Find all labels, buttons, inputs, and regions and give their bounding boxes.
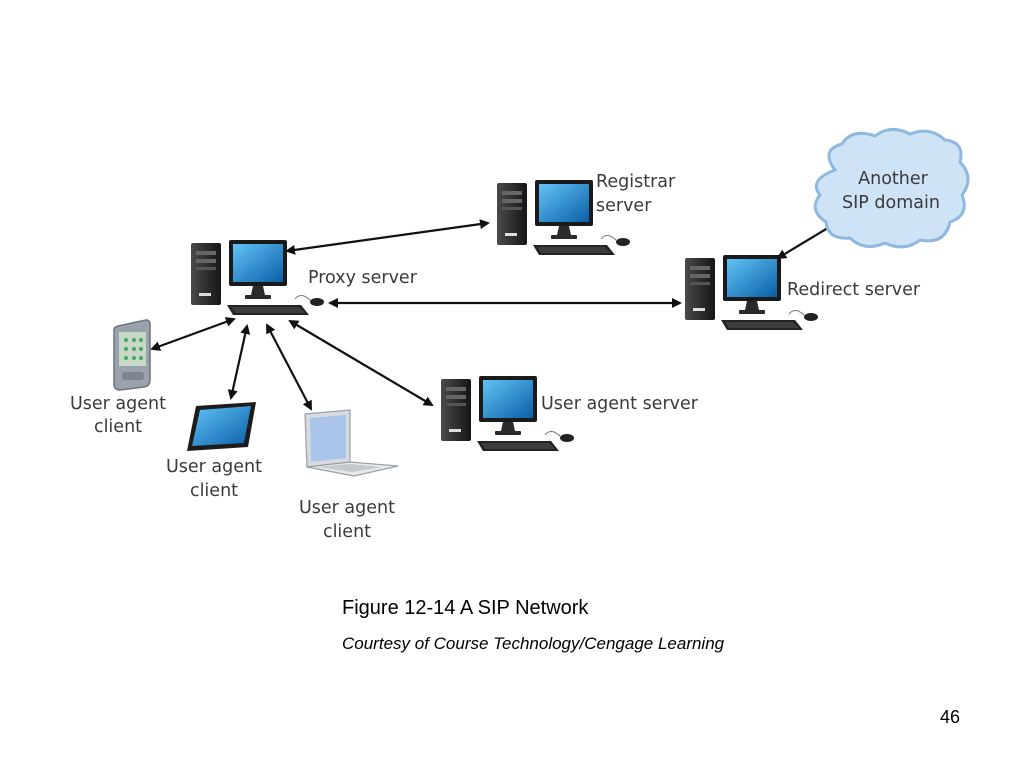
tablet-label-line1: User agent — [166, 457, 262, 477]
link-proxy-tablet — [227, 324, 251, 400]
figure-caption: Figure 12-14 A SIP Network — [342, 597, 589, 619]
cloud-label-line1: Another — [858, 169, 928, 189]
registrar-server: Registrar server — [496, 172, 676, 256]
laptop-label-line2: client — [323, 522, 371, 542]
laptop-icon — [304, 409, 399, 477]
user-agent-client-laptop: User agent client — [299, 409, 399, 542]
link-proxy-registrar — [285, 219, 490, 255]
user-agent-client-tablet: User agent client — [166, 402, 262, 501]
link-proxy-laptop — [266, 323, 312, 411]
pda-icon — [113, 319, 151, 391]
redirect-server: Redirect server — [684, 254, 921, 331]
tablet-label-line2: client — [190, 481, 238, 501]
uas-label: User agent server — [541, 394, 699, 414]
figure-credit: Courtesy of Course Technology/Cengage Le… — [342, 634, 725, 653]
user-agent-client-pda: User agent client — [70, 319, 166, 437]
connections — [150, 200, 873, 411]
redirect-label: Redirect server — [787, 280, 921, 300]
link-proxy-uas — [288, 319, 434, 407]
link-proxy-pda — [150, 317, 236, 351]
page-number: 46 — [940, 707, 961, 727]
tablet-icon — [187, 402, 256, 451]
desktop-computer-icon — [190, 239, 325, 316]
registrar-label-line1: Registrar — [596, 172, 676, 192]
pda-label-line1: User agent — [70, 394, 166, 414]
laptop-label-line1: User agent — [299, 498, 395, 518]
another-sip-domain: Another SIP domain — [813, 128, 970, 249]
pda-label-line2: client — [94, 417, 142, 437]
cloud-label-line2: SIP domain — [842, 193, 940, 213]
proxy-label: Proxy server — [308, 268, 418, 288]
cloud-icon — [813, 128, 970, 249]
proxy-server: Proxy server — [190, 239, 418, 316]
registrar-label-line2: server — [596, 196, 652, 216]
user-agent-server: User agent server — [440, 375, 699, 452]
